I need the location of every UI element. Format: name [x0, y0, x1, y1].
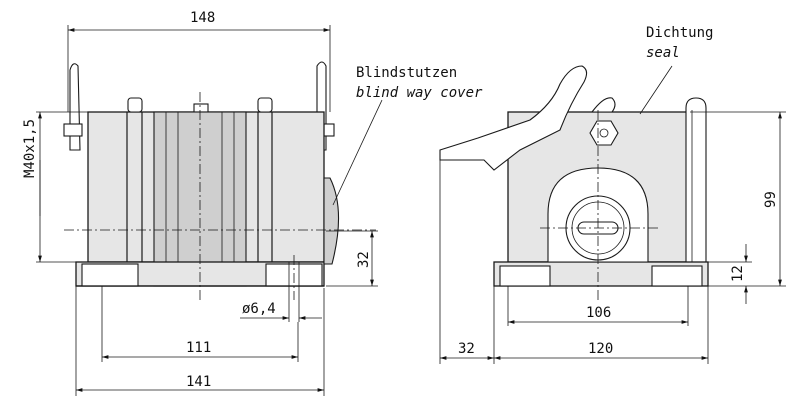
lever-hook — [590, 97, 616, 113]
dim-111: 111 — [186, 340, 211, 356]
side-latch-loop — [685, 97, 707, 263]
label-dichtung: Dichtung — [646, 25, 713, 41]
label-seal: seal — [646, 45, 680, 61]
dim-106: 106 — [586, 305, 611, 321]
front-view — [36, 25, 383, 396]
dim-99: 99 — [763, 191, 779, 208]
left-latch-pin — [63, 123, 83, 137]
label-blindstutzen: Blindstutzen — [356, 65, 457, 81]
dim-141: 141 — [186, 374, 211, 390]
dim-148: 148 — [190, 10, 215, 26]
base-foot-left — [81, 263, 139, 287]
left-latch-post — [69, 63, 81, 151]
side-foot-right — [651, 265, 703, 287]
top-lug-right — [257, 97, 273, 113]
side-view — [439, 65, 786, 364]
top-lug-center — [193, 103, 209, 113]
dim-thread: M40x1,5 — [22, 119, 38, 178]
dim-120: 120 — [588, 341, 613, 357]
top-lug-left — [127, 97, 143, 113]
locking-lever — [439, 65, 588, 171]
dim-32-horizontal: 32 — [458, 341, 475, 357]
side-foot-left — [499, 265, 551, 287]
label-blind-way-cover: blind way cover — [356, 85, 483, 101]
hex-bolt — [589, 120, 619, 146]
dim-hole-diameter: ø6,4 — [242, 301, 276, 317]
blind-way-cover — [323, 177, 340, 265]
dim-32-vertical: 32 — [356, 251, 372, 268]
dim-12: 12 — [730, 265, 746, 282]
